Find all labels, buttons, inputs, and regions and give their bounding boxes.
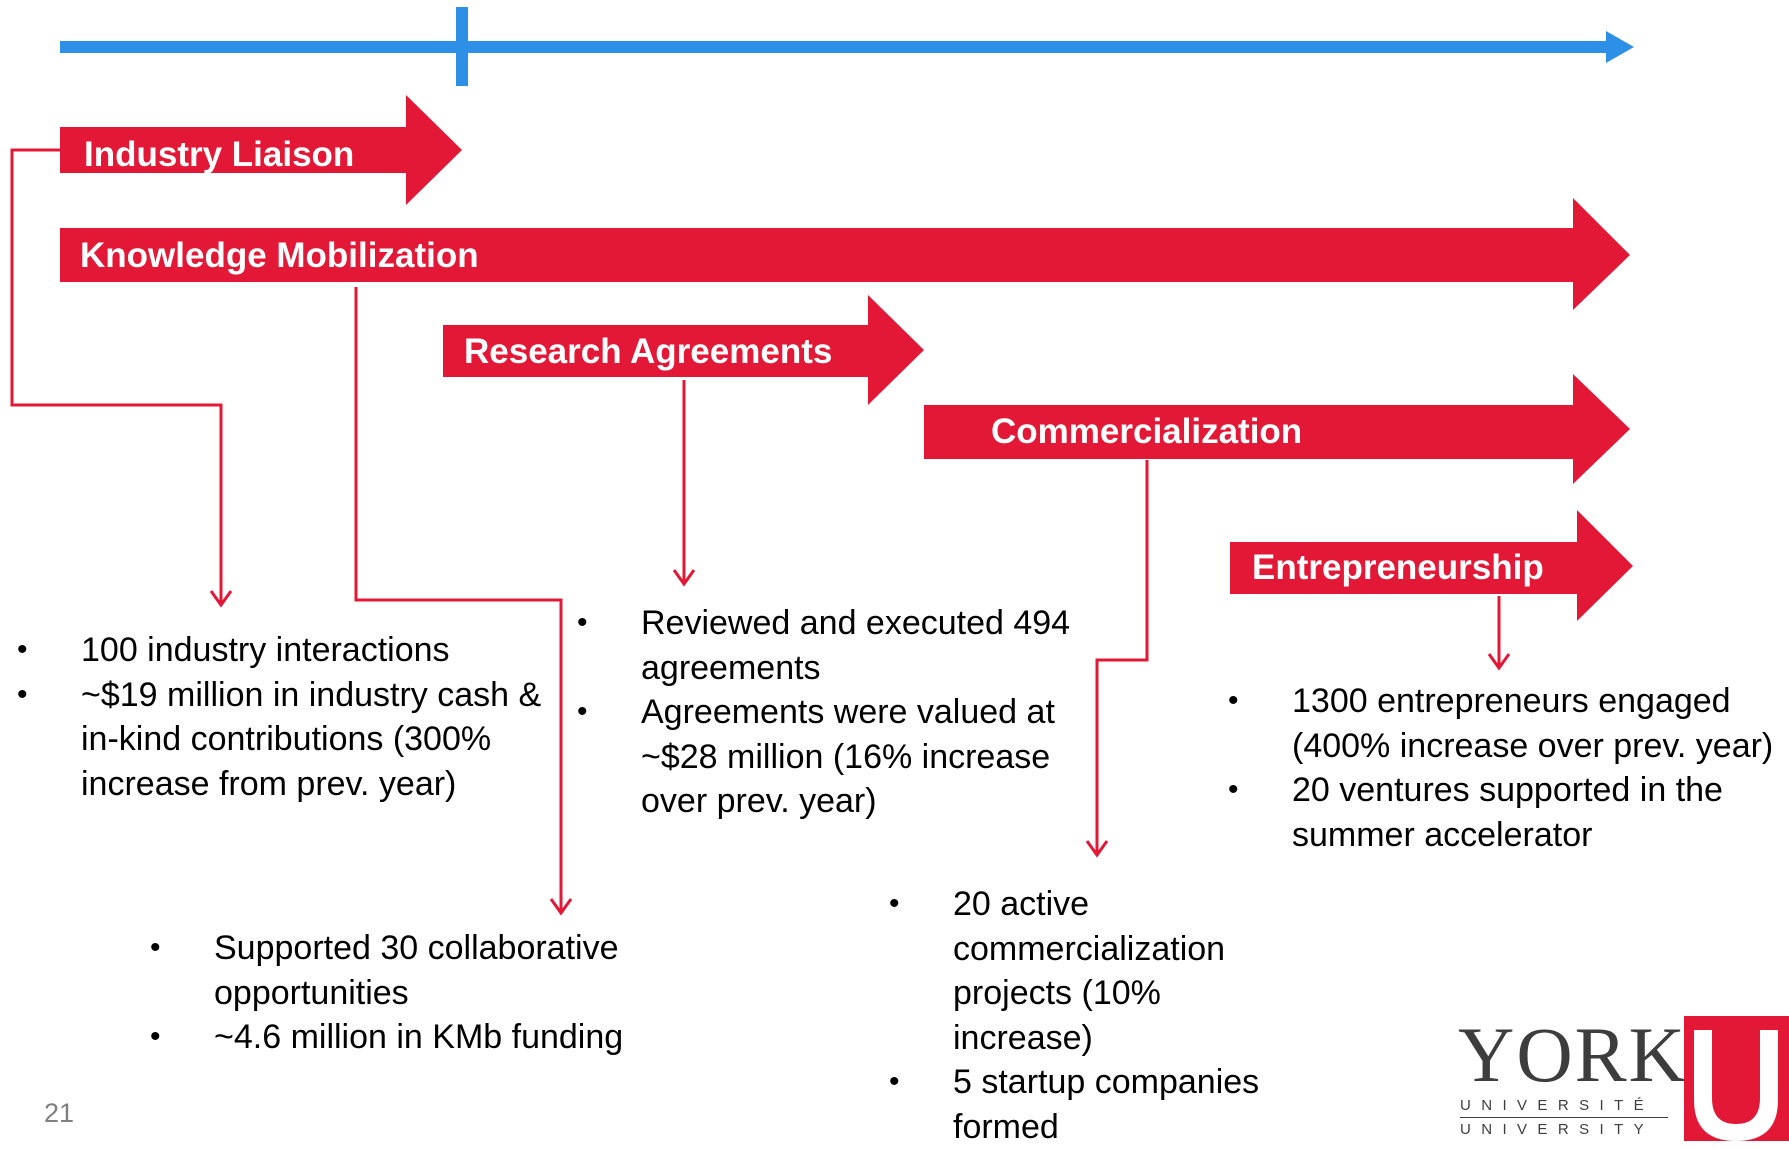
entrepreneurship-label: Entrepreneurship — [1252, 548, 1544, 587]
list-item: ~$19 million in industry cash & in-kind … — [17, 673, 551, 807]
logo-wordmark: YORK — [1458, 1011, 1688, 1098]
timeline-marker — [456, 7, 468, 86]
knowledge-mobilization-connector — [354, 287, 563, 911]
logo-u-mark — [1684, 1016, 1789, 1141]
logo-university: UNIVERSITY — [1460, 1121, 1655, 1138]
list-item: 20 ventures supported in the summer acce… — [1228, 768, 1787, 857]
commercialization-connector-head — [1085, 840, 1109, 858]
list-item: ~4.6 million in KMb funding — [150, 1015, 684, 1060]
industry-liaison-results: 100 industry interactions ~$19 million i… — [17, 628, 551, 807]
commercialization-results: 20 active commercialization projects (10… — [889, 882, 1293, 1149]
industry-liaison-arrow — [60, 95, 462, 205]
industry-liaison-label: Industry Liaison — [84, 135, 355, 174]
knowledge-mobilization-connector-head — [549, 898, 573, 916]
list-item: Reviewed and executed 494 agreements — [577, 601, 1081, 690]
knowledge-mobilization-label: Knowledge Mobilization — [80, 236, 479, 275]
industry-liaison-connector — [10, 148, 223, 603]
knowledge-mobilization-results: Supported 30 collaborative opportunities… — [150, 926, 684, 1060]
list-item: 100 industry interactions — [17, 628, 551, 673]
list-item: Agreements were valued at ~$28 million (… — [577, 690, 1081, 824]
list-item: 20 active commercialization projects (10… — [889, 882, 1293, 1060]
commercialization-connector — [1095, 460, 1149, 853]
knowledge-mobilization-arrow — [60, 198, 1630, 310]
list-item: 5 startup companies formed — [889, 1060, 1293, 1149]
research-agreements-arrow — [443, 295, 924, 405]
research-agreements-label: Research Agreements — [464, 332, 833, 371]
slide-number: 21 — [44, 1098, 75, 1128]
commercialization-label: Commercialization — [991, 412, 1303, 451]
commercialization-arrow — [924, 374, 1630, 484]
logo-divider — [1460, 1117, 1668, 1118]
york-university-logo: YORK UNIVERSITÉ UNIVERSITY — [1452, 1016, 1789, 1141]
industry-liaison-connector-head — [209, 590, 233, 608]
list-item: Supported 30 collaborative opportunities — [150, 926, 684, 1015]
entrepreneurship-results: 1300 entrepreneurs engaged (400% increas… — [1228, 679, 1787, 857]
logo-universite: UNIVERSITÉ — [1460, 1097, 1655, 1114]
entrepreneurship-connector-head — [1487, 653, 1511, 671]
research-agreements-connector-head — [672, 569, 696, 587]
entrepreneurship-arrow — [1230, 510, 1633, 621]
timeline-arrowhead — [1606, 31, 1634, 63]
list-item: 1300 entrepreneurs engaged (400% increas… — [1228, 679, 1787, 768]
research-agreements-results: Reviewed and executed 494 agreements Agr… — [577, 601, 1081, 824]
